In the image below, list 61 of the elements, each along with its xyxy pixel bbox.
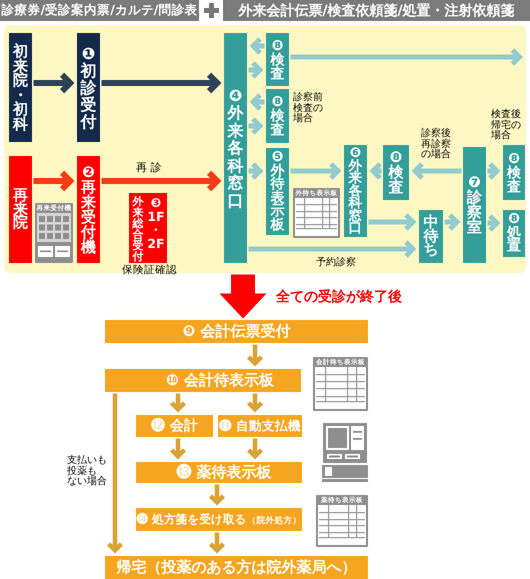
process-box: ❶初診受付 (77, 33, 100, 142)
arrow (208, 532, 226, 553)
process-box: ❿ 会計待表示板 (105, 369, 301, 392)
process-box: 中待ち (419, 210, 443, 263)
process-box: 再来院 (9, 156, 32, 263)
arrow (208, 484, 226, 505)
process-box: ❽検査 (266, 33, 289, 86)
arrow (487, 214, 500, 232)
process-box: ❽検査 (266, 89, 289, 143)
arrow (250, 36, 264, 56)
arrow (220, 274, 266, 318)
process-box: ⓭ 薬待表示板 (136, 462, 302, 483)
arrow (246, 394, 264, 412)
arrow (34, 72, 74, 94)
process-box: ❽検査 (383, 145, 409, 200)
arrow (248, 240, 416, 258)
header-tab: 診療券/受診案内票/カルテ/問診表 (0, 0, 199, 21)
process-box: ❾ 会計伝票受付 (105, 320, 368, 343)
arrow (169, 394, 187, 412)
note-text: （院外処方） (248, 516, 302, 526)
arrow (248, 60, 262, 80)
arrow (34, 170, 74, 192)
process-box: 帰宅（投薬のある方は院外薬局へ） (105, 556, 368, 579)
arrow (106, 394, 124, 553)
process-box (129, 193, 167, 263)
note-text: 診察前検査の場合 (293, 93, 324, 124)
arrow (102, 170, 220, 192)
edge-label: 支払いも投薬もない場合 (67, 456, 108, 488)
process-box: ❷再来受付機 (77, 156, 100, 263)
arrow (250, 92, 264, 112)
arrow (246, 438, 264, 459)
process-box: ⓬ 会計 (136, 415, 213, 437)
arrow (248, 116, 262, 136)
arrow (368, 212, 416, 232)
process-box: ❽検査 (503, 145, 525, 200)
process-box: ❽処置 (503, 210, 525, 257)
process-box: ❼診察室 (463, 147, 486, 263)
arrow (169, 438, 187, 459)
arrow (487, 162, 500, 180)
arrow (290, 48, 522, 66)
panel (4, 25, 526, 273)
box-label: ⓮ 処方箋を受け取る (136, 514, 246, 526)
process-box: ❻外来各科窓口 (344, 145, 367, 237)
arrow (102, 72, 220, 94)
arrow (370, 162, 383, 180)
note-text: 検査後帰宅の場合 (491, 110, 522, 142)
box-label: 外来総合受付 (131, 196, 144, 262)
arrow (290, 162, 340, 180)
process-box: ❺外待表示板 (266, 148, 289, 235)
process-box: ⓫ 自動支払機 (218, 415, 302, 437)
note-text: 保険証確認 (122, 265, 178, 276)
process-box: 初来院・初科 (9, 33, 32, 142)
arrow (248, 162, 262, 180)
arrow (246, 344, 264, 366)
process-box (136, 508, 302, 531)
edge-label: 診察後再診察の場合 (421, 129, 452, 160)
process-box: ❹外来各科窓口 (224, 33, 247, 263)
box-label: ❸1F・2F (146, 196, 166, 250)
arrow (444, 212, 460, 232)
header-tab: 外来会計伝票/検査依頼箋/処置・注射依頼箋 (223, 0, 530, 21)
arrow (412, 162, 462, 180)
